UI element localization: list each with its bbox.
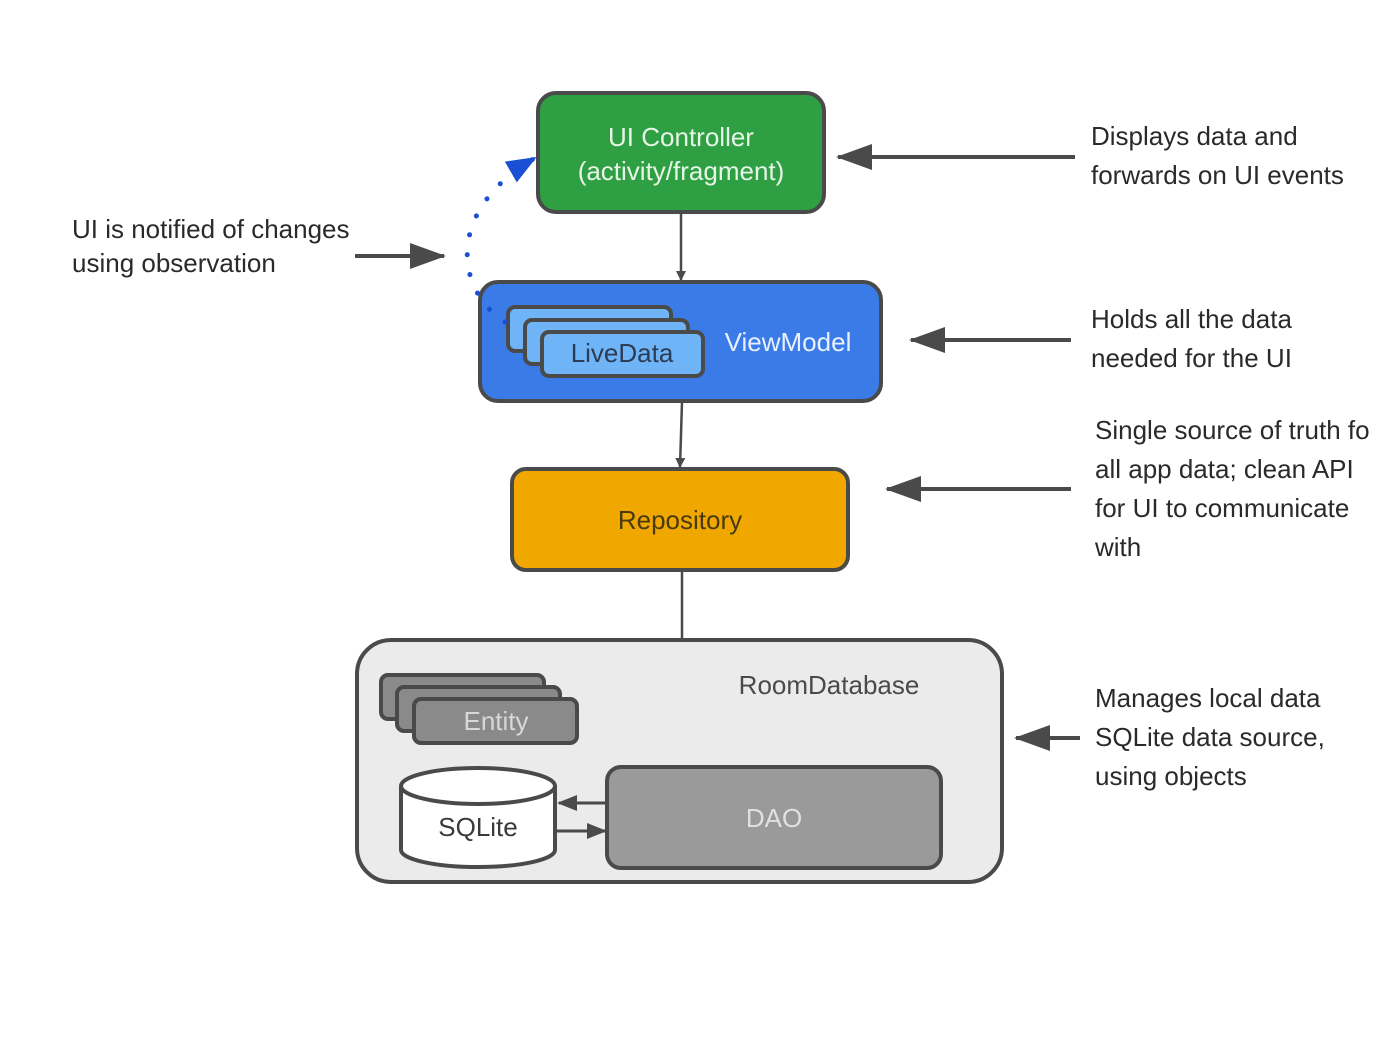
viewmodel-node: LiveData ViewModel [478, 280, 883, 403]
annotation-viewmodel-line2: needed for the UI [1091, 343, 1292, 373]
dao-label: DAO [746, 803, 802, 833]
repository-label: Repository [618, 505, 742, 535]
annotation-viewmodel-line1: Holds all the data [1091, 304, 1292, 334]
annotation-room-database-line1: Manages local data [1095, 683, 1321, 713]
annotation-room-database-line2: SQLite data source, [1095, 722, 1325, 752]
room-database-label: RoomDatabase [739, 670, 920, 700]
livedata-stack: LiveData [506, 305, 705, 378]
annotation-viewmodel: Holds all the data needed for the UI [1091, 304, 1292, 373]
annotation-repository-line3: for UI to communicate [1095, 493, 1349, 523]
annotation-room-database: Manages local data SQLite data source, u… [1095, 683, 1325, 791]
annotation-repository-line4: with [1094, 532, 1141, 562]
ui-controller-node: UI Controller (activity/fragment) [536, 91, 826, 214]
observation-arrow [464, 155, 538, 325]
annotation-repository: Single source of truth fo all app data; … [1094, 415, 1370, 562]
livedata-label: LiveData [571, 338, 674, 368]
ui-controller-label-line1: UI Controller [608, 122, 754, 152]
repository-node: Repository [510, 467, 850, 572]
dao-node: DAO [605, 765, 943, 870]
entity-label: Entity [463, 706, 528, 736]
viewmodel-label: ViewModel [725, 327, 852, 357]
annotation-repository-line1: Single source of truth fo [1095, 415, 1370, 445]
annotation-ui-controller-line1: Displays data and [1091, 121, 1298, 151]
annotation-repository-line2: all app data; clean API [1095, 454, 1354, 484]
ui-controller-label-line2: (activity/fragment) [578, 156, 785, 186]
annotation-room-database-line3: using objects [1095, 761, 1247, 791]
arrow-viewmodel-to-repository [675, 401, 686, 468]
annotation-observation-line1: UI is notified of changes [72, 214, 350, 244]
entity-stack: Entity [379, 673, 579, 745]
room-database-node: RoomDatabase Entity SQLite DAO [355, 638, 1004, 884]
annotation-observation: UI is notified of changes using observat… [72, 214, 350, 278]
sqlite-cylinder: SQLite [399, 766, 557, 869]
sqlite-label: SQLite [438, 812, 518, 842]
annotation-observation-line2: using observation [72, 248, 276, 278]
annotation-ui-controller: Displays data and forwards on UI events [1091, 121, 1344, 190]
annotation-ui-controller-line2: forwards on UI events [1091, 160, 1344, 190]
